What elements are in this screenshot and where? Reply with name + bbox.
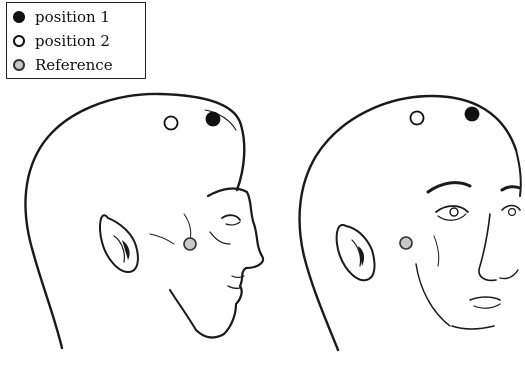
legend-item-position-2: position 2 bbox=[7, 30, 110, 52]
position-2-marker bbox=[411, 112, 424, 125]
legend-item-reference: Reference bbox=[7, 54, 113, 76]
reference-marker bbox=[184, 238, 196, 250]
legend-label: position 2 bbox=[35, 32, 110, 50]
position-1-marker bbox=[207, 113, 220, 126]
three-quarter-view-head bbox=[300, 96, 521, 350]
reference-marker bbox=[400, 237, 412, 249]
position-2-marker bbox=[165, 117, 178, 130]
position-1-marker bbox=[466, 108, 479, 121]
filled-circle-icon bbox=[13, 11, 25, 23]
legend-item-position-1: position 1 bbox=[7, 6, 110, 28]
legend-label: Reference bbox=[35, 56, 113, 74]
gray-circle-icon bbox=[13, 59, 25, 71]
open-circle-icon bbox=[13, 35, 25, 47]
legend-label: position 1 bbox=[35, 8, 110, 26]
three-quarter-view-markers bbox=[400, 108, 479, 250]
legend: position 1 position 2 Reference bbox=[6, 2, 146, 79]
side-view-markers bbox=[165, 113, 220, 251]
side-view-head bbox=[25, 94, 263, 348]
